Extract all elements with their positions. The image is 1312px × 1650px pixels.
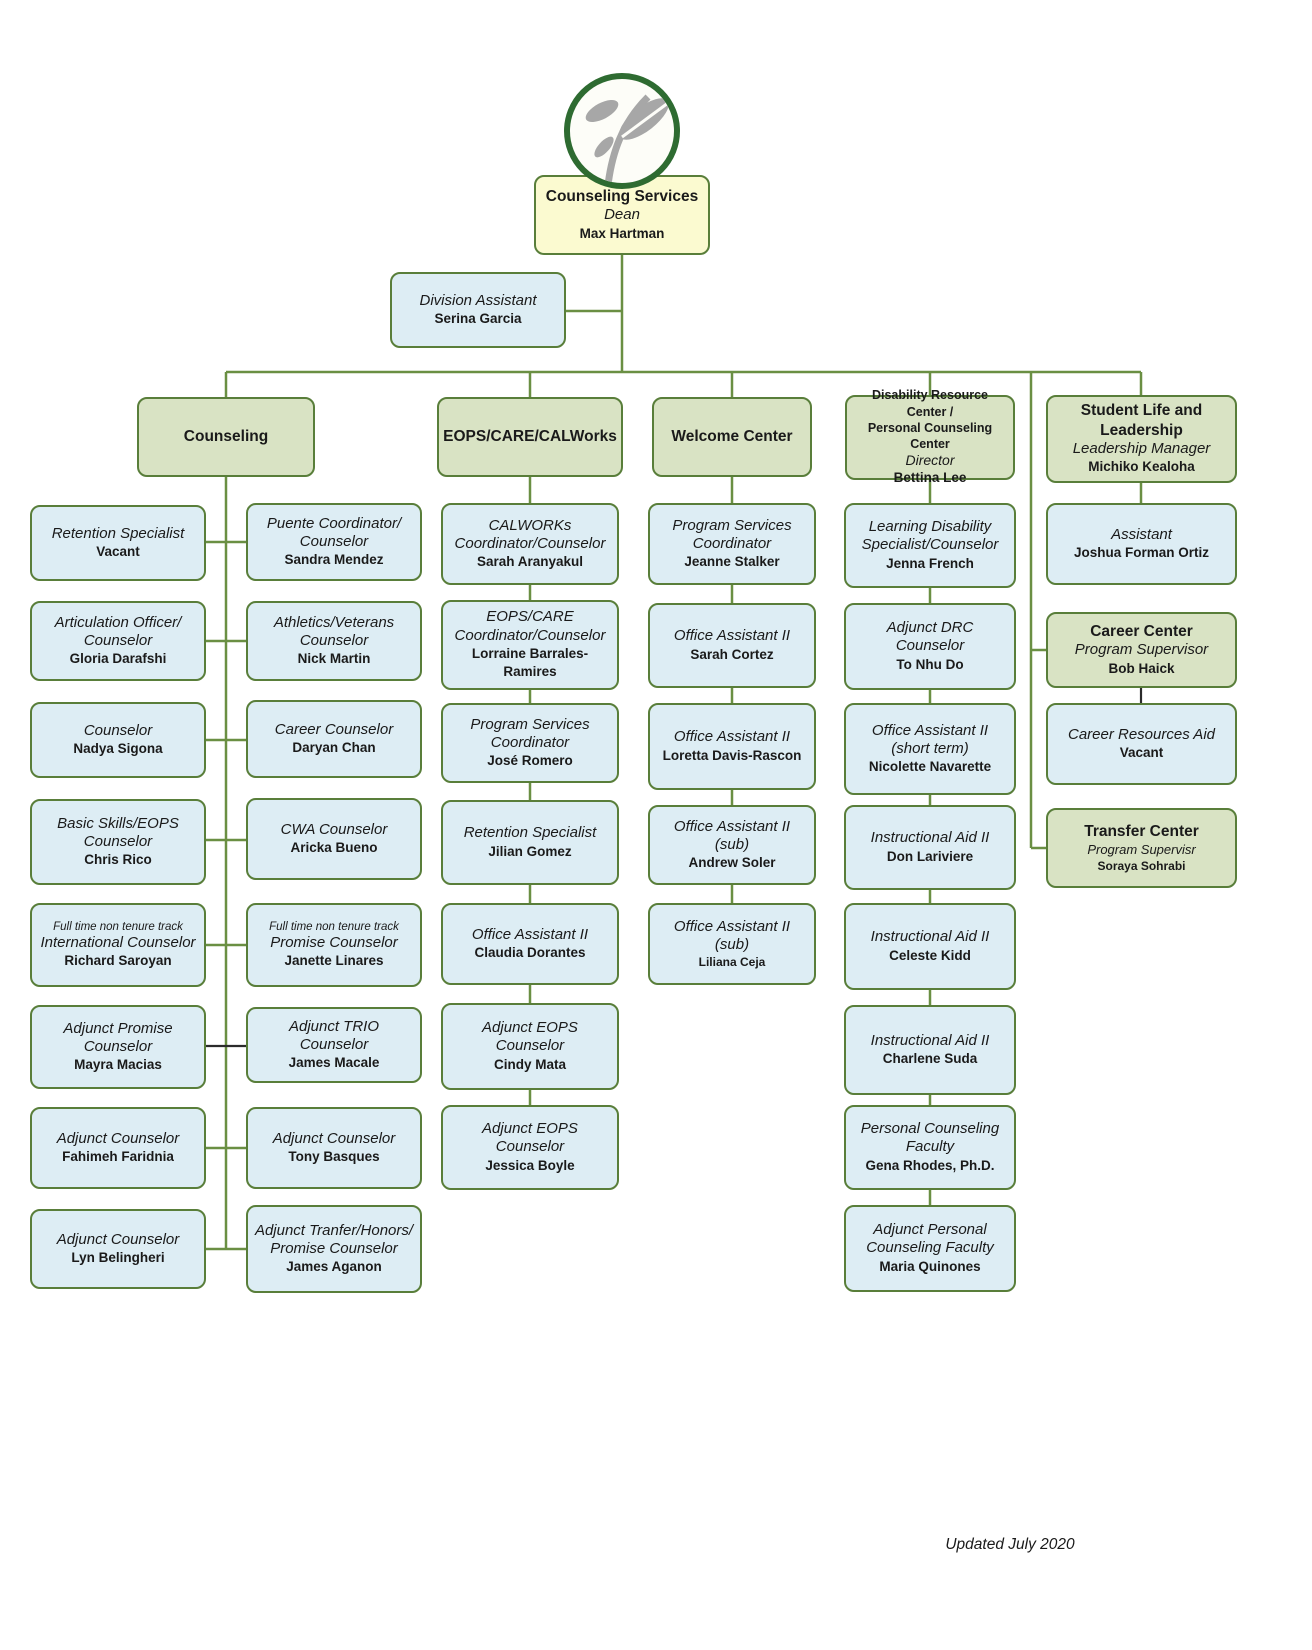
drc-header-box: Disability Resource Center / Personal Co…	[845, 388, 1015, 485]
career-center-header-box: Career Center Program Supervisor Bob Hai…	[1046, 612, 1237, 688]
box-instructional-aid-kidd: Instructional Aid II Celeste Kidd	[844, 903, 1016, 990]
box-career-counselor: Career Counselor Daryan Chan	[246, 700, 422, 778]
box-adjunct-transfer-honors-promise: Adjunct Tranfer/Honors/ Promise Counselo…	[246, 1205, 422, 1293]
counseling-header-box: Counseling	[137, 397, 315, 477]
box-instructional-aid-suda: Instructional Aid II Charlene Suda	[844, 1005, 1016, 1095]
dean-role: Dean	[604, 206, 640, 224]
division-assistant-box: Division Assistant Serina Garcia	[390, 272, 566, 348]
box-adjunct-trio-counselor: Adjunct TRIO Counselor James Macale	[246, 1007, 422, 1083]
welcome-header-box: Welcome Center	[652, 397, 812, 477]
dean-title: Counseling Services	[545, 188, 699, 206]
box-student-life-assistant: Assistant Joshua Forman Ortiz	[1046, 503, 1237, 585]
dean-name: Max Hartman	[579, 225, 665, 241]
dean-box: Counseling Services Dean Max Hartman	[534, 175, 710, 255]
box-program-services-coordinator-welcome: Program Services Coordinator Jeanne Stal…	[648, 503, 816, 585]
box-adjunct-counselor-faridnia: Adjunct Counselor Fahimeh Faridnia	[30, 1107, 206, 1189]
box-calworks-coordinator: CALWORKs Coordinator/Counselor Sarah Ara…	[441, 503, 619, 585]
box-athletics-veterans-counselor: Athletics/Veterans Counselor Nick Martin	[246, 601, 422, 681]
box-adjunct-eops-counselor-mata: Adjunct EOPS Counselor Cindy Mata	[441, 1003, 619, 1090]
box-eops-care-coordinator: EOPS/CARE Coordinator/Counselor Lorraine…	[441, 600, 619, 690]
counseling-connectors	[206, 477, 246, 1251]
box-cwa-counselor: CWA Counselor Aricka Bueno	[246, 798, 422, 880]
box-international-counselor: Full time non tenure track International…	[30, 903, 206, 987]
box-promise-counselor: Full time non tenure track Promise Couns…	[246, 903, 422, 987]
box-office-assistant-sub-soler: Office Assistant II (sub) Andrew Soler	[648, 805, 816, 885]
student-life-header-box: Student Life and Leadership Leadership M…	[1046, 395, 1237, 483]
box-adjunct-personal-counseling-faculty: Adjunct Personal Counseling Faculty Mari…	[844, 1205, 1016, 1292]
box-counselor-sigona: Counselor Nadya Sigona	[30, 702, 206, 778]
box-office-assistant-sub-ceja: Office Assistant II (sub) Liliana Ceja	[648, 903, 816, 985]
box-office-assistant-cortez: Office Assistant II Sarah Cortez	[648, 603, 816, 688]
box-personal-counseling-faculty: Personal Counseling Faculty Gena Rhodes,…	[844, 1105, 1016, 1190]
box-learning-disability-specialist: Learning Disability Specialist/Counselor…	[844, 503, 1016, 588]
box-adjunct-eops-counselor-boyle: Adjunct EOPS Counselor Jessica Boyle	[441, 1105, 619, 1190]
box-articulation-officer: Articulation Officer/ Counselor Gloria D…	[30, 601, 206, 681]
box-instructional-aid-lariviere: Instructional Aid II Don Lariviere	[844, 805, 1016, 890]
box-retention-specialist-gomez: Retention Specialist Jilian Gomez	[441, 800, 619, 885]
box-career-resources-aid: Career Resources Aid Vacant	[1046, 703, 1237, 785]
transfer-center-header-box: Transfer Center Program Supervisr Soraya…	[1046, 808, 1237, 888]
eops-header-box: EOPS/CARE/CALWorks	[437, 397, 623, 477]
box-basic-skills-eops: Basic Skills/EOPS Counselor Chris Rico	[30, 799, 206, 885]
box-adjunct-promise-counselor: Adjunct Promise Counselor Mayra Macias	[30, 1005, 206, 1089]
box-retention-specialist-vacant: Retention Specialist Vacant	[30, 505, 206, 581]
box-office-assistant-davis-rascon: Office Assistant II Loretta Davis-Rascon	[648, 703, 816, 790]
box-adjunct-drc-counselor: Adjunct DRC Counselor To Nhu Do	[844, 603, 1016, 690]
box-office-assistant-dorantes: Office Assistant II Claudia Dorantes	[441, 903, 619, 985]
box-office-assistant-short-term: Office Assistant II (short term) Nicolet…	[844, 703, 1016, 795]
box-adjunct-counselor-basques: Adjunct Counselor Tony Basques	[246, 1107, 422, 1189]
box-puente-coordinator: Puente Coordinator/ Counselor Sandra Men…	[246, 503, 422, 581]
footer-note: Updated July 2020	[945, 1536, 1075, 1553]
box-program-services-coordinator-eops: Program Services Coordinator José Romero	[441, 703, 619, 783]
box-adjunct-counselor-belingheri: Adjunct Counselor Lyn Belingheri	[30, 1209, 206, 1289]
